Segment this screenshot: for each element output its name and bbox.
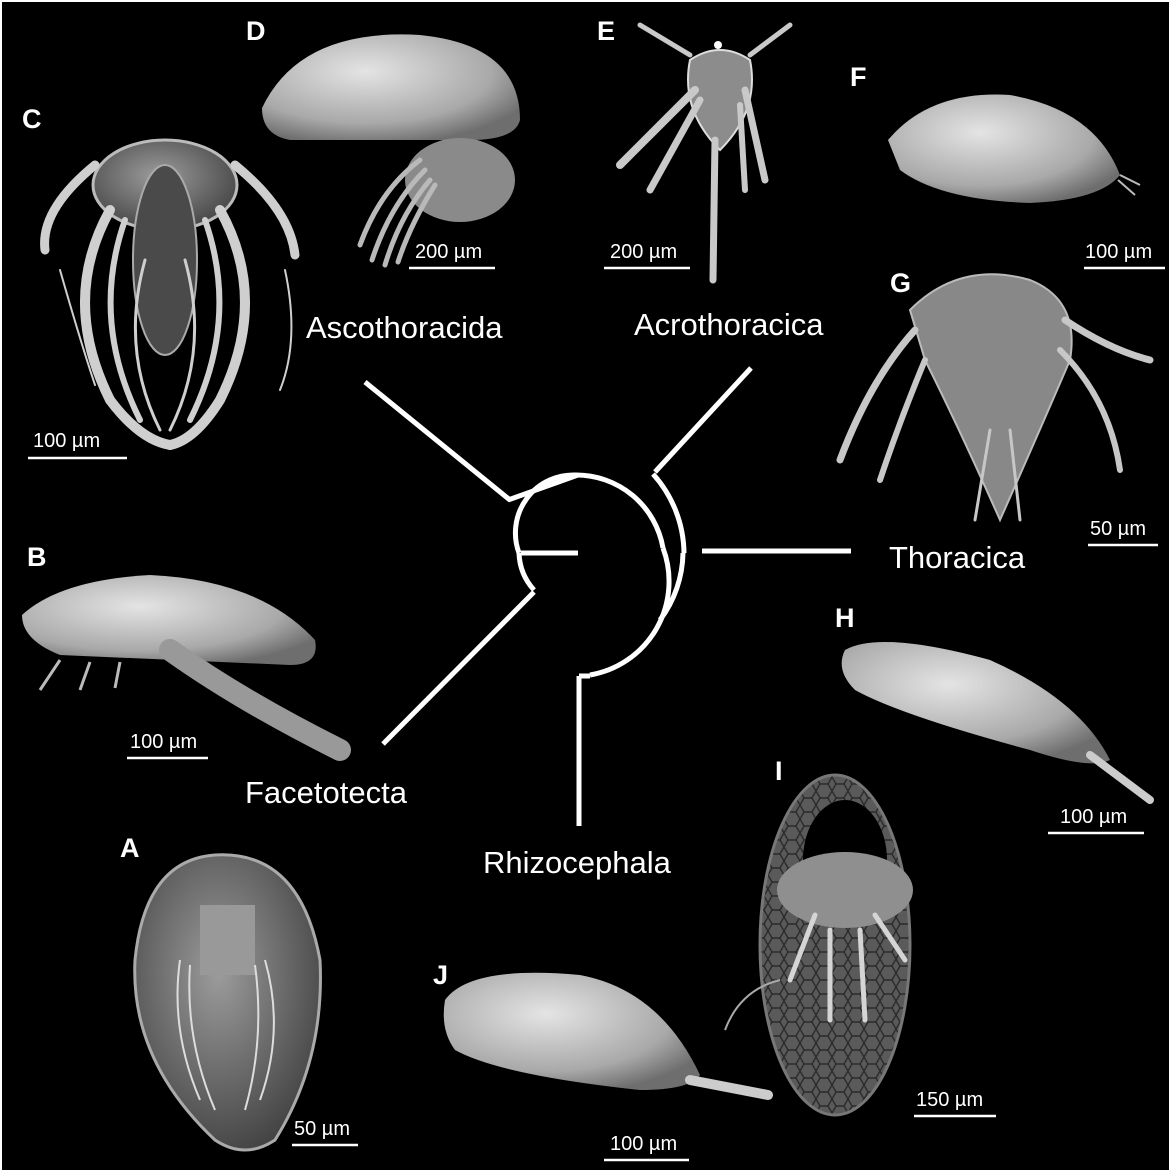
panel-label-i: I <box>775 756 783 786</box>
panel-label-g: G <box>890 268 911 298</box>
scale-label-g: 50 µm <box>1090 518 1146 540</box>
panel-label-e: E <box>597 16 615 46</box>
scale-label-a: 50 µm <box>294 1118 350 1140</box>
scale-label-f: 100 µm <box>1085 241 1152 263</box>
taxon-label-acrothoracica: Acrothoracica <box>634 307 824 342</box>
taxon-label-ascothoracida: Ascothoracida <box>306 310 503 345</box>
scale-label-i: 150 µm <box>916 1089 983 1111</box>
panel-label-b: B <box>27 542 47 572</box>
taxon-label-thoracica: Thoracica <box>889 540 1026 575</box>
panel-label-f: F <box>850 62 867 92</box>
scale-label-d: 200 µm <box>415 241 482 263</box>
panel-label-d: D <box>246 16 266 46</box>
taxon-label-rhizocephala: Rhizocephala <box>483 845 672 880</box>
panel-label-j: J <box>433 960 448 990</box>
panel-label-c: C <box>22 104 42 134</box>
scale-label-c: 100 µm <box>33 430 100 452</box>
scale-label-e: 200 µm <box>610 241 677 263</box>
taxon-label-facetotecta: Facetotecta <box>245 775 408 810</box>
scale-label-h: 100 µm <box>1060 806 1127 828</box>
panel-label-h: H <box>835 603 855 633</box>
scale-label-j: 100 µm <box>610 1133 677 1155</box>
panel-label-a: A <box>120 833 140 863</box>
scale-label-b: 100 µm <box>130 731 197 753</box>
